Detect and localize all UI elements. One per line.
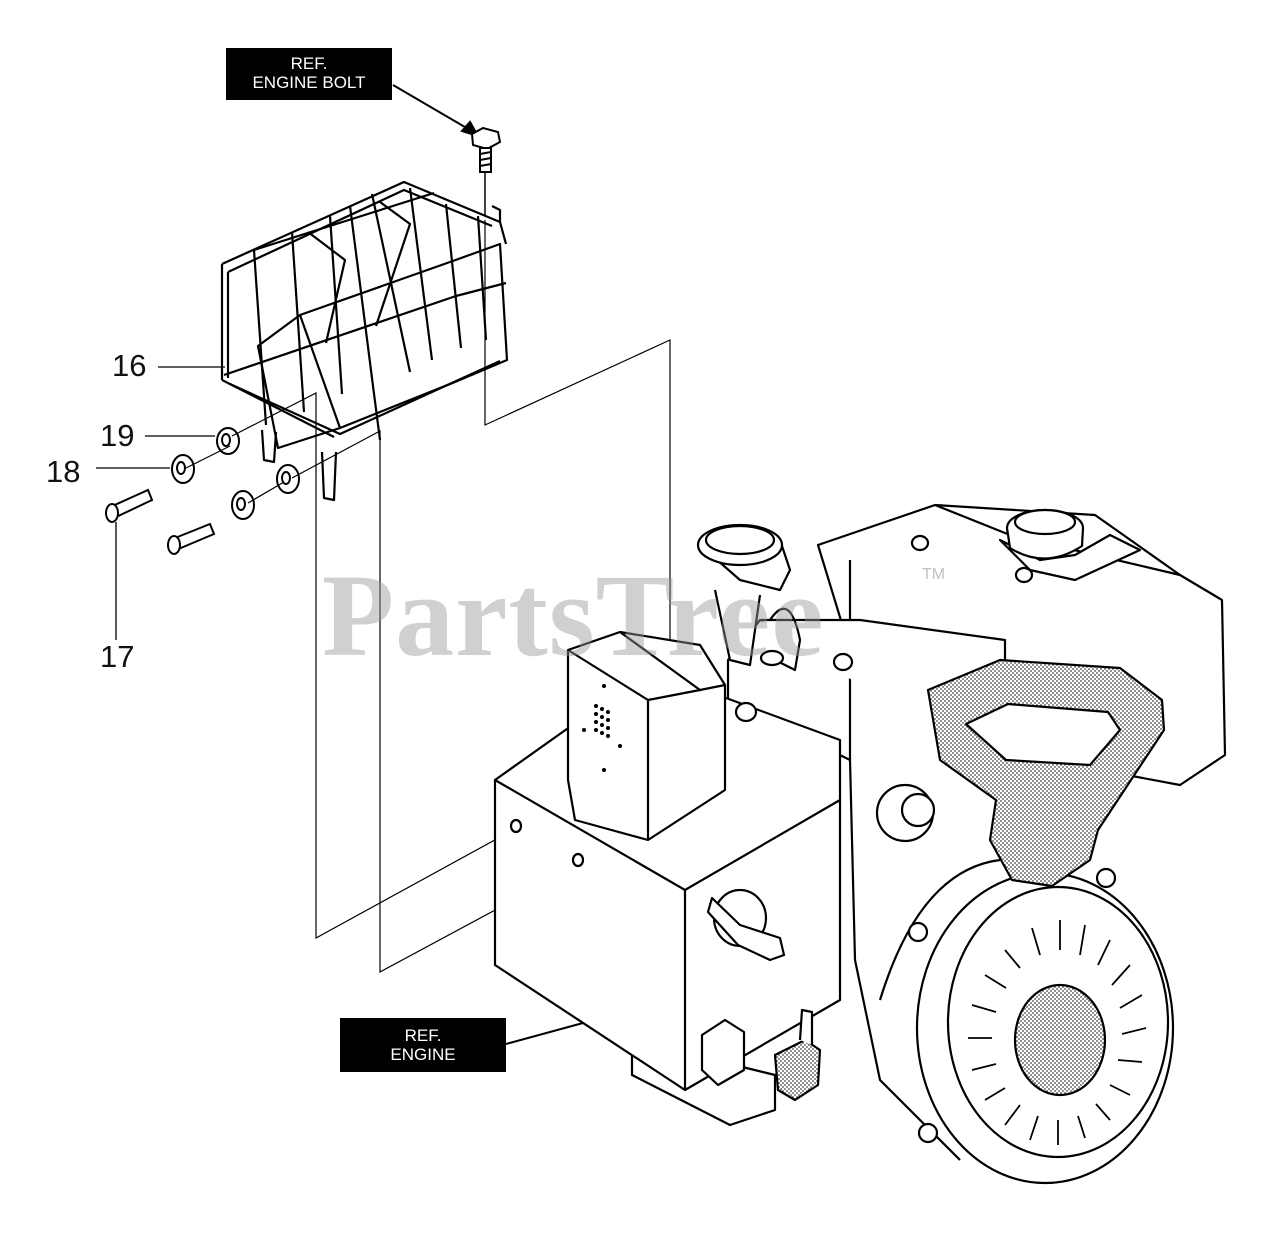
callout-leaders	[96, 366, 225, 640]
alignment-lines	[185, 220, 671, 974]
callout-16: 16	[112, 348, 147, 383]
ref-bolt-arrow	[392, 84, 481, 138]
screw-lower	[167, 522, 216, 555]
ref-engine-bolt-line2: ENGINE BOLT	[252, 73, 366, 92]
callout-19: 19	[100, 418, 135, 453]
callout-18: 18	[46, 454, 81, 489]
muffler-guard	[220, 180, 509, 502]
ref-engine-line2: ENGINE	[390, 1045, 456, 1064]
engine-bolt	[470, 126, 502, 215]
washer-right-a	[276, 464, 300, 494]
ref-engine-bolt-line1: REF.	[290, 54, 328, 73]
ref-engine-label: REF. ENGINE	[340, 1018, 506, 1072]
washer-right-b	[231, 490, 255, 520]
callout-17: 17	[100, 639, 135, 674]
watermark-tm: TM	[922, 566, 946, 583]
watermark-logo: PartsTree	[322, 550, 825, 681]
screw-17	[105, 488, 154, 523]
washer-18-a	[171, 454, 195, 484]
engine	[493, 503, 1227, 1185]
ref-engine-bolt-label: REF. ENGINE BOLT	[226, 48, 392, 100]
washer-19	[216, 427, 240, 455]
ref-engine-line1: REF.	[404, 1026, 442, 1045]
